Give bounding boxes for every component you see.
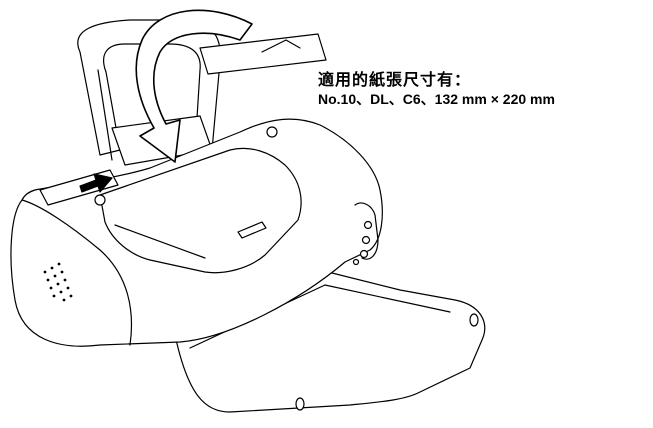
paper-size-caption: 適用的紙張尺寸有： No.10、DL、C6、132 mm × 220 mm: [318, 70, 648, 108]
curved-arrow-icon: [135, 9, 253, 163]
caption-title: 適用的紙張尺寸有：: [318, 70, 472, 89]
envelope-icon: [199, 33, 327, 75]
caption-sizes: No.10、DL、C6、132 mm × 220 mm: [318, 91, 555, 107]
vent-holes: [43, 262, 73, 302]
push-arrow-icon: [79, 173, 113, 193]
